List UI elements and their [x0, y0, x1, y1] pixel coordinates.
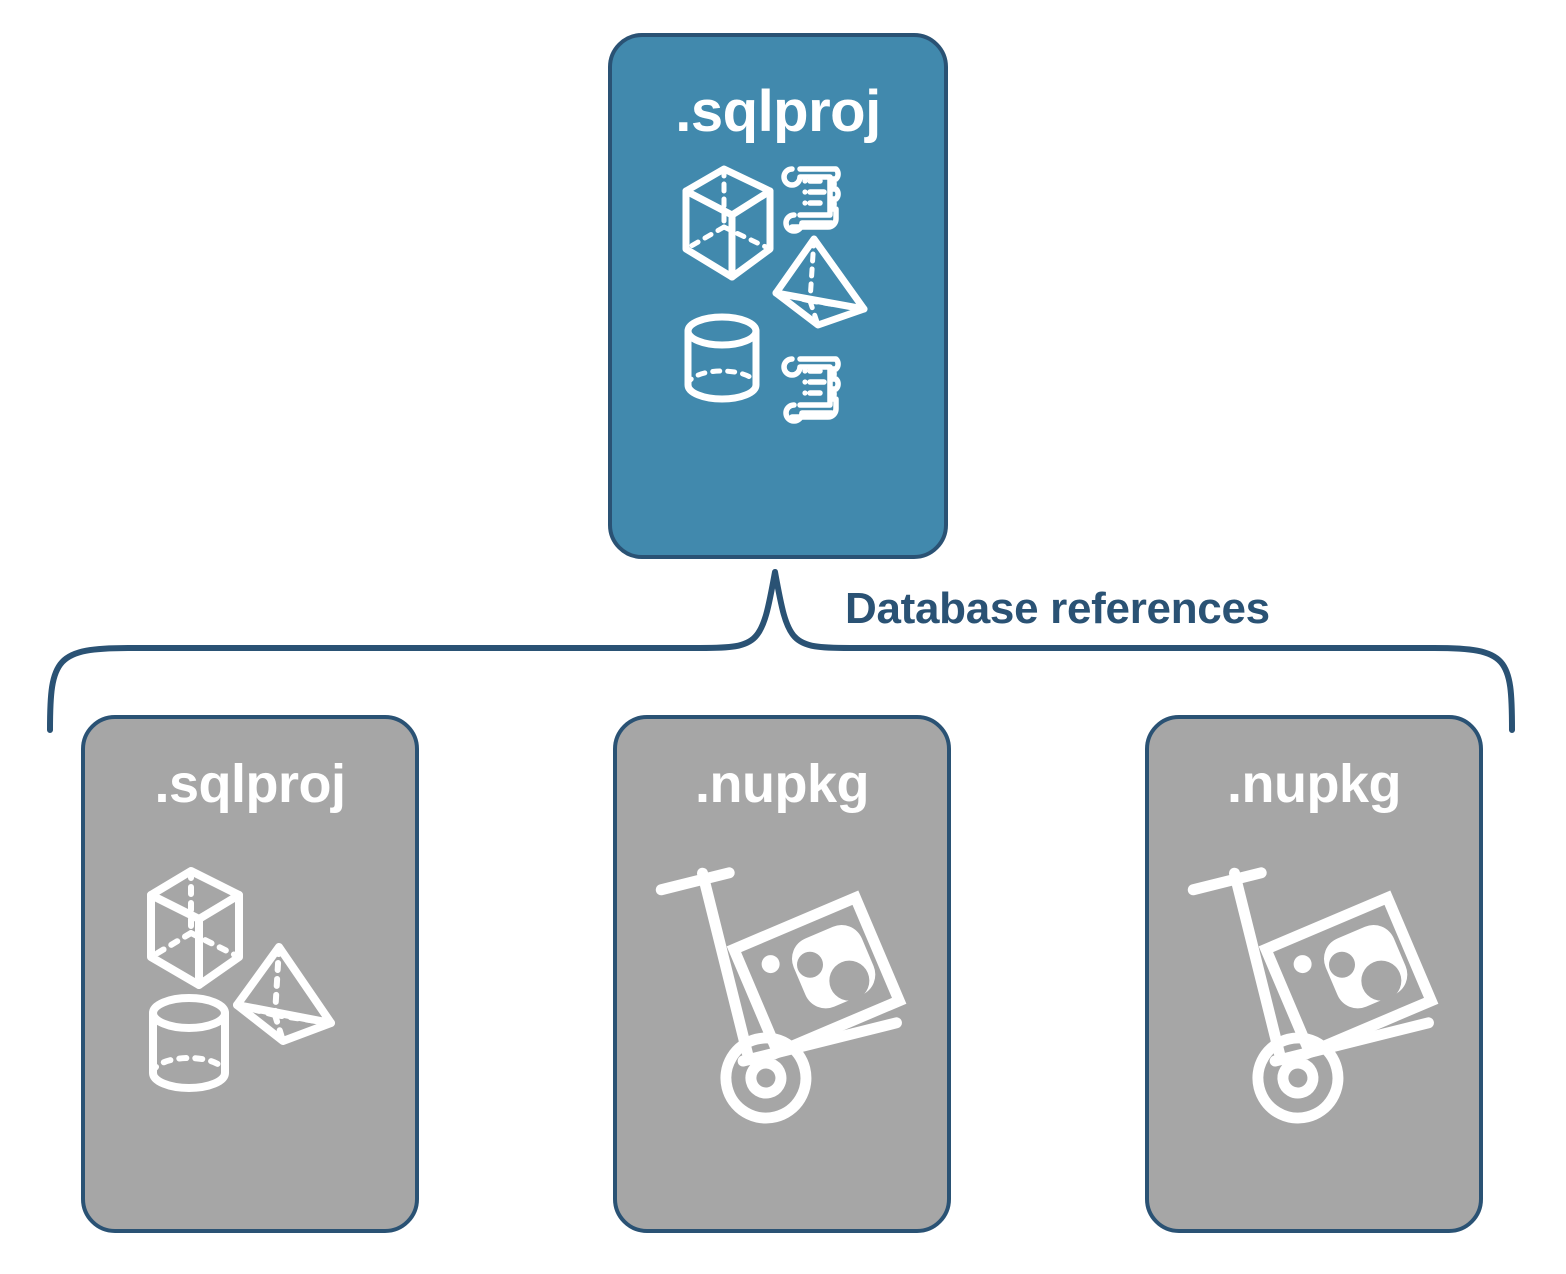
leaf-icon-group [105, 823, 395, 1123]
cylinder-wireframe-icon [149, 994, 229, 1092]
leaf-node-nupkg-1[interactable]: .nupkg [613, 715, 951, 1233]
leaf-icon-group [637, 823, 927, 1124]
leaf-icon-group [1169, 823, 1459, 1124]
connector-label: Database references [845, 584, 1270, 633]
root-node-label: .sqlproj [675, 79, 881, 144]
cylinder-wireframe-icon [684, 313, 760, 403]
scroll-script-icon [781, 356, 841, 424]
hand-truck-package-icon [1187, 867, 1439, 1124]
root-node-sqlproj[interactable]: .sqlproj [608, 33, 948, 559]
leaf-node-label: .nupkg [1227, 754, 1401, 814]
root-node-icon-group [678, 157, 878, 424]
hand-truck-package-icon [655, 867, 907, 1124]
pyramid-wireframe-icon [772, 235, 868, 329]
leaf-node-label: .sqlproj [154, 754, 346, 814]
cube-wireframe-icon [682, 165, 774, 281]
hand-truck-package-icon-svg [655, 867, 907, 1124]
cube-wireframe-icon [147, 867, 243, 989]
shapes-icon-svg [147, 867, 335, 1092]
root-icon-svg [682, 165, 868, 424]
pyramid-wireframe-icon [233, 943, 335, 1045]
scroll-script-icon [781, 166, 841, 234]
leaf-node-nupkg-2[interactable]: .nupkg [1145, 715, 1483, 1233]
leaf-node-label: .nupkg [695, 754, 869, 814]
hand-truck-package-icon-svg [1187, 867, 1439, 1124]
leaf-node-sqlproj[interactable]: .sqlproj [81, 715, 419, 1233]
